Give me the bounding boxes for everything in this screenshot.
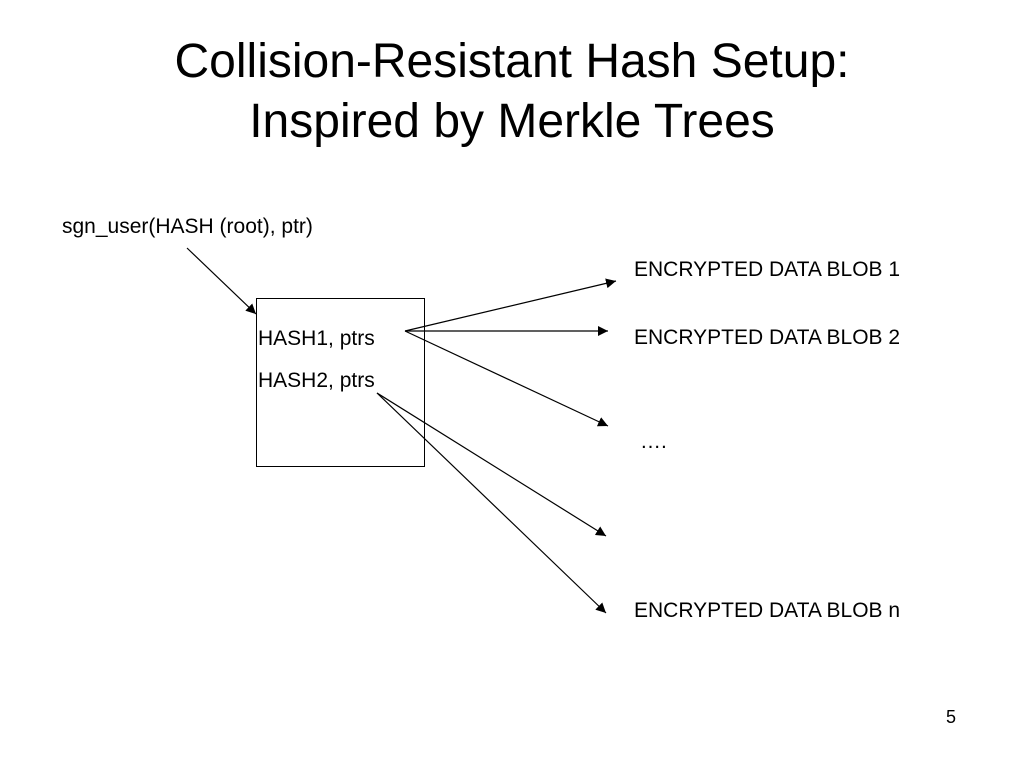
root-signature-label: sgn_user(HASH (root), ptr)	[62, 215, 313, 238]
arrow-hash2-to-blob-n	[376, 392, 607, 614]
arrow-hash2-to-blank	[376, 392, 607, 537]
hash-node-box	[256, 298, 425, 467]
hash2-entry: HASH2, ptrs	[258, 369, 375, 392]
slide-title: Collision-Resistant Hash Setup: Inspired…	[0, 32, 1024, 152]
blob-n-label: ENCRYPTED DATA BLOB n	[634, 599, 901, 622]
title-line-2: Inspired by Merkle Trees	[249, 95, 775, 148]
arrow-hash1-to-blob-1	[404, 278, 617, 332]
hash1-entry: HASH1, ptrs	[258, 327, 375, 350]
ellipsis-label: ….	[640, 430, 667, 453]
blob-1-label: ENCRYPTED DATA BLOB 1	[634, 258, 901, 281]
arrow-hash1-to-ellipsis	[404, 330, 609, 427]
arrow-root-to-box	[186, 247, 257, 315]
title-line-1: Collision-Resistant Hash Setup:	[174, 35, 850, 88]
blob-2-label: ENCRYPTED DATA BLOB 2	[634, 326, 901, 349]
page-number: 5	[946, 707, 957, 727]
